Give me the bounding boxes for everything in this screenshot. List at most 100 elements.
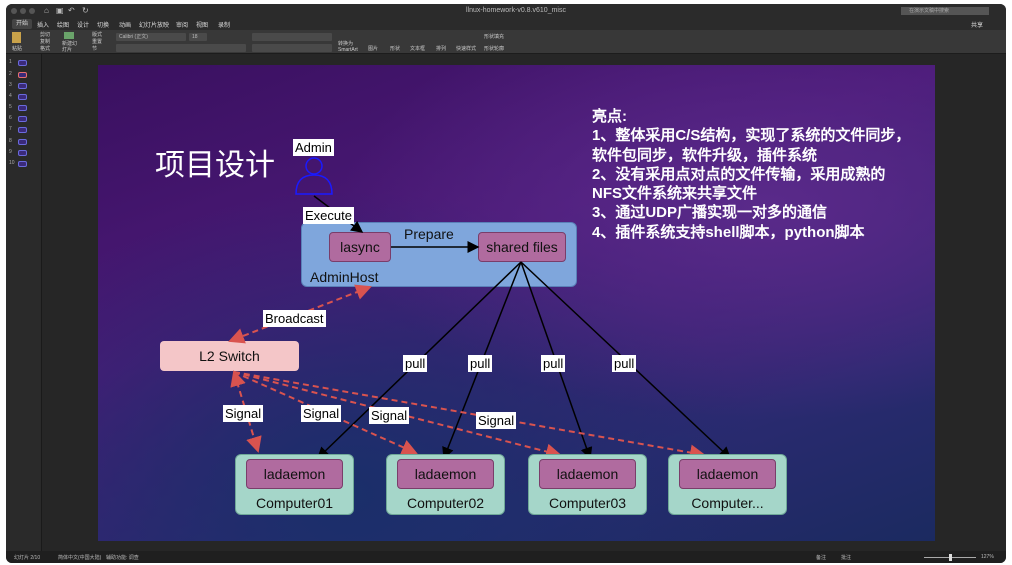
highlight-line: 亮点: [592, 108, 627, 125]
signal-label: Signal [476, 412, 517, 429]
lasync-node: lasync [329, 232, 391, 262]
font-size-select[interactable]: 18 [189, 33, 207, 41]
powerpoint-window: ⌂ ▣ ↶ ↻ llnux-homework-v0.8.v610_misc 在演… [6, 4, 1006, 563]
font-format-buttons[interactable] [116, 44, 246, 52]
minimize-button[interactable] [20, 8, 26, 14]
reset-button[interactable]: 重置 [92, 39, 103, 45]
ladaemon-node: ladaemon [679, 459, 776, 489]
section-button[interactable]: 节 [92, 46, 98, 52]
tab-record[interactable]: 录制 [218, 23, 231, 29]
execute-label: Execute [303, 207, 354, 224]
slide-thumbnail-selected[interactable] [18, 72, 27, 78]
diagram-connectors [228, 157, 732, 461]
picture-button[interactable]: 图片 [368, 46, 379, 52]
zoom-level[interactable]: 127% [981, 554, 994, 560]
redo-icon[interactable]: ↻ [82, 6, 89, 15]
ribbon-tabs: 开始 插入 绘图 设计 切换 动画 幻灯片放映 审阅 视图 录制 共享 [6, 18, 1006, 30]
tab-slideshow[interactable]: 幻灯片放映 [139, 23, 170, 29]
computer-label: Computer03 [548, 495, 627, 511]
highlight-line: 3、通过UDP广播实现一对多的通信 [592, 204, 828, 222]
admin-person-icon [295, 157, 333, 195]
zoom-slider-handle[interactable] [949, 554, 952, 561]
comments-button[interactable]: 批注 [841, 555, 852, 561]
shared-files-node: shared files [478, 232, 566, 262]
thumb-num: 10 [9, 160, 15, 166]
textbox-button[interactable]: 文本框 [410, 46, 426, 52]
paste-icon[interactable] [12, 32, 21, 43]
l2-switch-node: L2 Switch [160, 341, 299, 371]
undo-icon[interactable]: ↶ [68, 6, 75, 15]
slide-counter: 幻灯片 2/10 [14, 555, 41, 561]
thumb-num: 1 [9, 59, 12, 65]
alignment-buttons[interactable] [252, 44, 332, 52]
computer-label: Computer01 [255, 495, 334, 511]
highlight-line: 2、没有采用点对点的文件传输，采用成熟的 [592, 165, 886, 183]
pull-label: pull [468, 355, 493, 372]
copy-button[interactable]: 复制 [40, 39, 51, 45]
signal-label: Signal [369, 407, 410, 424]
home-icon[interactable]: ⌂ [44, 6, 49, 15]
tab-design[interactable]: 设计 [77, 23, 90, 29]
computer-node-more: ladaemon Computer... [668, 454, 787, 515]
pull-label: pull [403, 355, 428, 372]
computer-node-01: ladaemon Computer01 [235, 454, 354, 515]
smartart-button[interactable]: 转换为SmartArt [338, 41, 358, 53]
language-status[interactable]: 简体中文(中国大陆) [58, 555, 102, 561]
thumb-num: 4 [9, 93, 12, 99]
maximize-button[interactable] [29, 8, 35, 14]
highlight-line: 4、插件系统支持shell脚本，python脚本 [592, 223, 865, 241]
computer-node-03: ladaemon Computer03 [528, 454, 647, 515]
tab-insert[interactable]: 插入 [37, 23, 50, 29]
paragraph-buttons[interactable] [252, 33, 332, 41]
thumb-num: 6 [9, 115, 12, 121]
quick-styles-button[interactable]: 快速样式 [456, 46, 477, 52]
highlights-text: 亮点: 1、整体采用C/S结构，实现了系统的文件同步， 软件包同步，软件升级，插… [592, 107, 910, 242]
slide-thumbnail[interactable] [18, 60, 27, 66]
tab-review[interactable]: 审阅 [176, 23, 189, 29]
highlight-line: 软件包同步，软件升级，插件系统 [592, 146, 818, 164]
tab-home[interactable]: 开始 [12, 19, 33, 29]
tab-view[interactable]: 视图 [196, 23, 209, 29]
computer-label: Computer... [691, 495, 764, 511]
pull-label: pull [541, 355, 566, 372]
accessibility-status[interactable]: 辅助功能: 调查 [106, 555, 139, 561]
ladaemon-node: ladaemon [397, 459, 494, 489]
pull-label: pull [612, 355, 637, 372]
slide-thumbnail[interactable] [18, 150, 27, 156]
tab-draw[interactable]: 绘图 [57, 23, 70, 29]
signal-label: Signal [223, 405, 264, 422]
layout-button[interactable]: 版式 [92, 32, 103, 38]
new-slide-button[interactable]: 新建幻灯片 [62, 41, 78, 53]
new-slide-icon[interactable] [64, 32, 74, 39]
close-button[interactable] [11, 8, 17, 14]
slide-thumbnail[interactable] [18, 94, 27, 100]
highlight-line: NFS文件系统来共享文件 [592, 185, 758, 203]
tab-transitions[interactable]: 切换 [97, 23, 110, 29]
broadcast-label: Broadcast [263, 310, 326, 327]
slide-thumbnail[interactable] [18, 161, 27, 167]
shape-fill-button[interactable]: 形状填充 [484, 34, 505, 40]
share-button[interactable]: 共享 [971, 23, 984, 29]
notes-button[interactable]: 备注 [816, 555, 827, 561]
prepare-label: Prepare [404, 226, 454, 242]
arrange-button[interactable]: 排列 [436, 46, 447, 52]
slide-thumbnail[interactable] [18, 105, 27, 111]
save-icon[interactable]: ▣ [56, 6, 64, 15]
search-input[interactable]: 在演示文稿中搜索 [901, 7, 989, 15]
tab-animations[interactable]: 动画 [119, 23, 132, 29]
slide-thumbnail[interactable] [18, 116, 27, 122]
slide-thumbnail[interactable] [18, 83, 27, 89]
slide-thumbnail[interactable] [18, 127, 27, 133]
window-title: llnux-homework-v0.8.v610_misc [466, 7, 566, 14]
shape-outline-button[interactable]: 形状轮廓 [484, 46, 505, 52]
paste-button[interactable]: 粘贴 [12, 46, 23, 52]
font-select[interactable]: Calibri (正文) [116, 33, 186, 41]
slide-title: 项目设计 [155, 148, 275, 183]
slide[interactable]: 项目设计 亮点: 1、整体采用C/S结构，实现了系统的文件同步， 软件包同步，软… [98, 65, 935, 541]
slide-thumbnail[interactable] [18, 139, 27, 145]
computer-node-02: ladaemon Computer02 [386, 454, 505, 515]
cut-button[interactable]: 剪切 [40, 32, 51, 38]
ladaemon-node: ladaemon [246, 459, 343, 489]
shapes-button[interactable]: 形状 [390, 46, 401, 52]
format-painter-button[interactable]: 格式 [40, 46, 51, 52]
